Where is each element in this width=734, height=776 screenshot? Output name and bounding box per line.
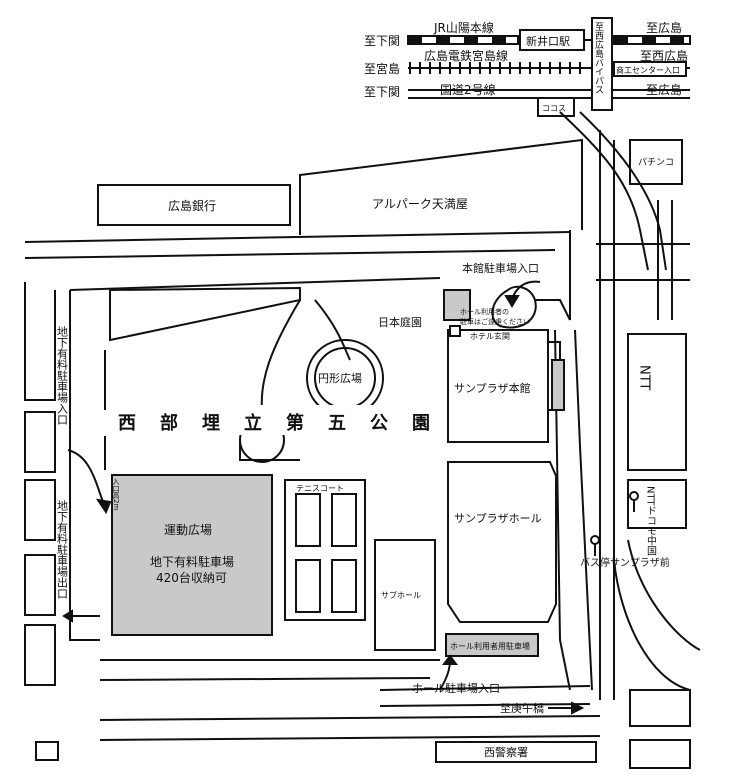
park-interior	[110, 289, 639, 657]
park-name-4: 立	[244, 412, 262, 434]
circle-plaza-label: 円形広場	[318, 372, 362, 385]
entrance-height-label: 入口高2m	[112, 478, 120, 510]
sub-hall-label: サブホール	[381, 590, 421, 600]
bypass-box	[591, 17, 613, 111]
hotel-no-parking-area	[443, 289, 471, 321]
labels: JR山陽本線 広島電鉄宮島線 国道2号線 至下関 至宮島 至下関 至広島 至西広…	[56, 20, 689, 759]
tennis-label: テニスコート	[296, 484, 344, 493]
station-label: 新井口駅	[526, 34, 570, 48]
police-label: 西警察署	[484, 745, 528, 759]
park-name-3: 埋	[202, 413, 220, 434]
main-building-block	[447, 329, 549, 443]
cocos-label: ココス	[542, 104, 566, 113]
road-network	[24, 111, 701, 769]
legend-rail2: 広島電鉄宮島線	[424, 48, 508, 63]
bus-stop-label: バス停サンプラザ前	[580, 556, 670, 569]
underground-entrance-label: 地下有料駐車場入口	[56, 326, 69, 425]
to-miyajima: 至宮島	[364, 61, 400, 76]
tram-stop-label: 商工センター入口	[616, 65, 680, 75]
legend-road: 国道2号線	[440, 82, 496, 97]
hall-label: サンプラザホール	[454, 512, 542, 525]
underground-exit-label: 地下有料駐車場出口	[56, 500, 69, 599]
legend-rail1: JR山陽本線	[433, 20, 494, 35]
park-name-2: 部	[160, 412, 178, 434]
park-name-6: 五	[328, 413, 346, 434]
sub-hall-block	[374, 539, 436, 651]
bypass-label: 至西広島バイパス	[593, 22, 604, 94]
cocos-box	[537, 97, 575, 117]
to-hiroshima-1: 至広島	[646, 20, 682, 35]
hotel-notice-2: 駐車はご遠慮ください	[460, 317, 530, 326]
police-block	[435, 741, 597, 763]
park-name-8: 園	[412, 413, 430, 434]
pachinko-label: パチンコ	[638, 157, 674, 168]
hotel-notice-1: ホール利用者の	[460, 307, 509, 316]
park-name-7: 公	[370, 413, 388, 434]
to-shimonoseki-1: 至下関	[364, 34, 400, 48]
station-box	[519, 29, 585, 51]
main-parking-entrance-label: 本館駐車場入口	[462, 261, 539, 275]
hiroshima-bank-block	[97, 184, 291, 226]
hall-block	[447, 461, 557, 623]
park-name-1: 西	[118, 413, 136, 434]
main-building-label: サンプラザ本館	[454, 381, 531, 395]
ntt-label: NTT	[637, 365, 652, 390]
ntt-block	[627, 333, 687, 471]
arrows	[62, 280, 585, 715]
tram-stop-box	[613, 61, 687, 77]
hiroshima-bank-label: 広島銀行	[168, 198, 216, 213]
alpark-label: アルパーク天満屋	[372, 197, 468, 211]
capacity-label: 420台収納可	[156, 570, 227, 585]
to-hiroshima-2: 至広島	[646, 82, 682, 97]
hotel-entrance-label: ホテル玄関	[470, 331, 510, 341]
to-koshigo-label: 至庚午橋	[500, 701, 544, 715]
hall-parking-label: ホール利用者用駐車場	[450, 641, 530, 651]
sports-ground-label: 運動広場	[164, 523, 212, 537]
hall-parking-entrance-label: ホール駐車場入口	[412, 681, 500, 695]
underground-parking-label: 地下有料駐車場	[150, 554, 234, 569]
park-name-5: 第	[286, 412, 304, 434]
to-shimonoseki-2: 至下関	[364, 85, 400, 99]
legend-area	[407, 17, 691, 117]
ntt-docomo-block	[627, 479, 687, 529]
to-nishihiroshima: 至西広島	[640, 48, 688, 63]
garden-label: 日本庭園	[378, 315, 422, 329]
ntt-docomo-label: NTTドコモ中国	[645, 486, 657, 556]
pachinko-block	[629, 139, 683, 185]
sports-ground	[111, 474, 273, 636]
hall-parking-area	[445, 633, 539, 657]
